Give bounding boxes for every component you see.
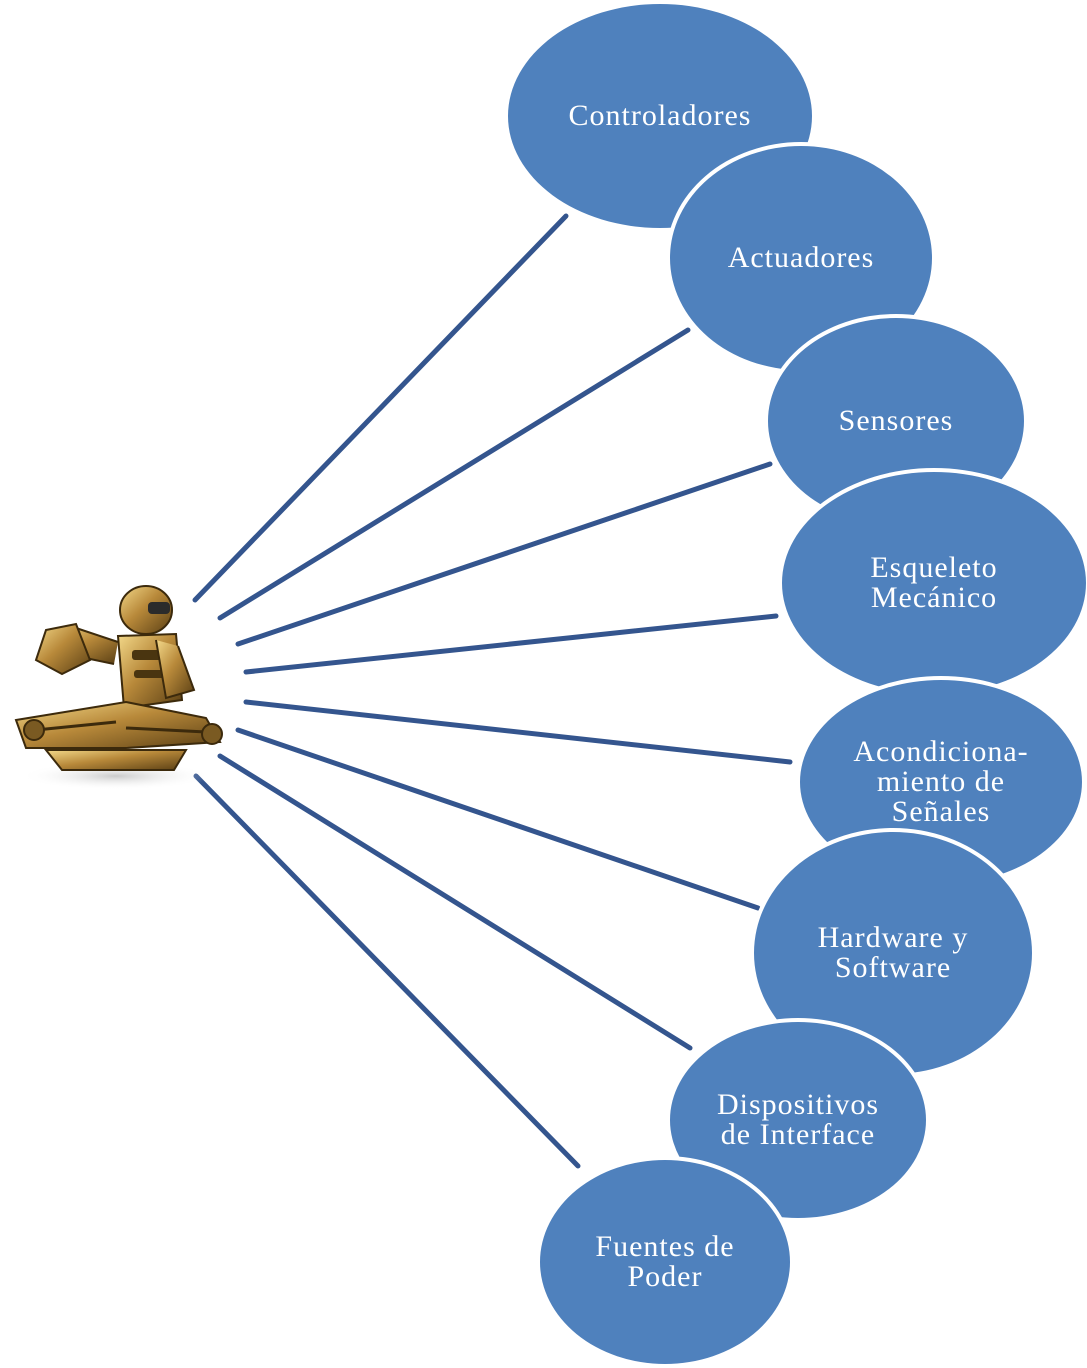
node-label: Actuadores: [727, 241, 875, 274]
node-label: Sensores: [838, 404, 954, 437]
connector-line: [192, 213, 569, 603]
connector-line: [217, 327, 691, 621]
connector-line: [193, 773, 581, 1169]
node-label: Esqueleto Mecánico: [870, 551, 998, 614]
connector-line: [243, 613, 779, 675]
node-label: Fuentes de Poder: [595, 1230, 735, 1293]
node-esqueleto-mecanico: Esqueleto Mecánico: [778, 468, 1087, 698]
connector-line: [235, 727, 761, 911]
connector-line: [235, 461, 773, 647]
node-label: Hardware y Software: [817, 921, 969, 984]
node-fuentes-de-poder: Fuentes de Poder: [536, 1156, 794, 1368]
node-label: Dispositivos de Interface: [716, 1088, 880, 1151]
connector-line: [217, 753, 693, 1051]
node-label: Controladores: [568, 99, 752, 132]
node-label: Acondiciona- miento de Señales: [853, 735, 1029, 828]
node-controladores: Controladores: [504, 0, 816, 232]
robot-thinker-image: [14, 585, 223, 790]
connector-line: [243, 699, 793, 765]
